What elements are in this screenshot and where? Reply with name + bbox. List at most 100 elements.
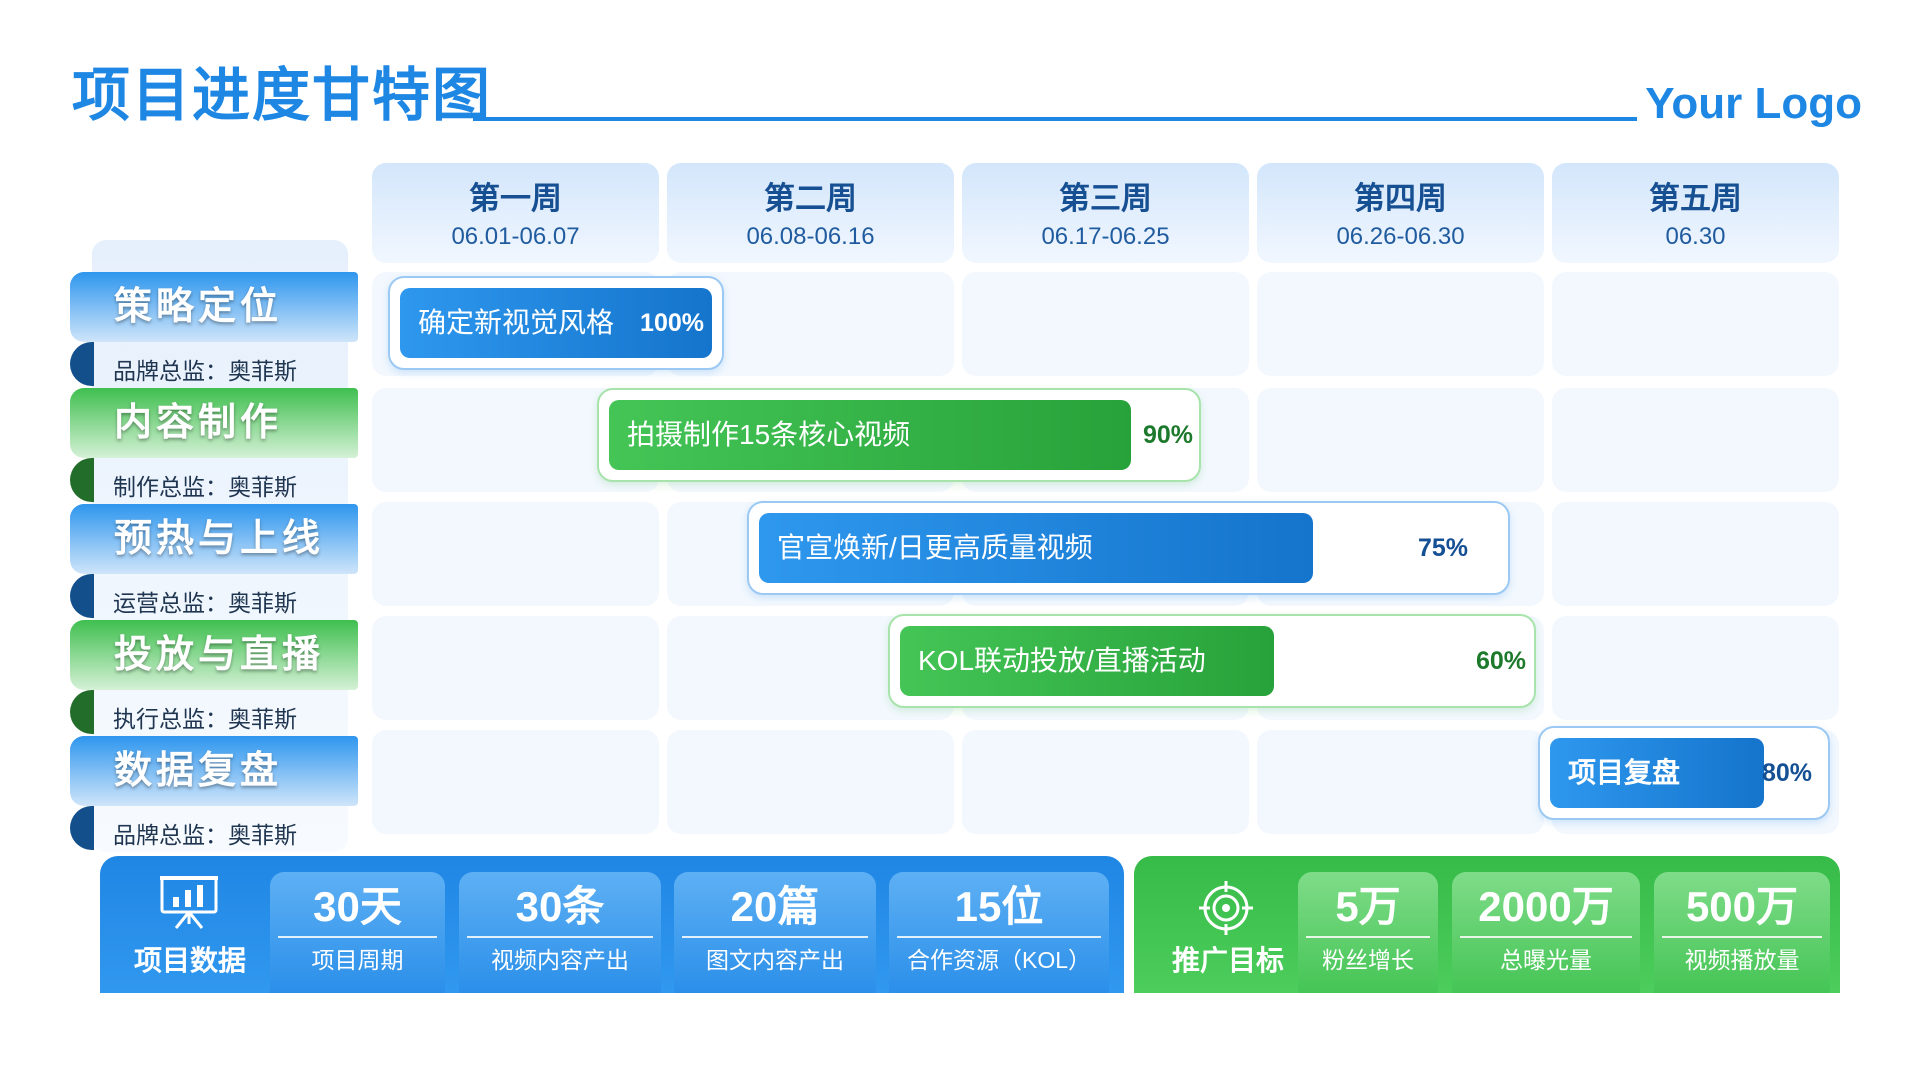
week-dates: 06.17-06.25 [1041, 223, 1170, 250]
week-header-4: 第四周 06.26-06.30 [1257, 163, 1544, 263]
week-name: 第一周 [469, 181, 562, 216]
stat-label: 项目周期 [311, 947, 404, 973]
phase-tab-content: 内容制作 [70, 388, 358, 458]
week-name: 第五周 [1649, 181, 1742, 216]
stat-label: 视频播放量 [1684, 947, 1800, 973]
phase-title: 内容制作 [114, 402, 283, 444]
week-header-5: 第五周 06.30 [1552, 163, 1839, 263]
promo-stats-title: 推广目标 [1171, 945, 1284, 976]
task-progress-fill [759, 513, 1313, 583]
grid-cell [1257, 272, 1544, 376]
stat-value: 2000万 [1478, 883, 1614, 930]
week-dates: 06.08-06.16 [746, 223, 875, 250]
stat-label: 粉丝增长 [1322, 947, 1414, 973]
stat-divider [897, 936, 1101, 938]
phase-title: 预热与上线 [114, 518, 325, 560]
task-progress-fill [609, 400, 1131, 470]
phase-tab-strategy: 策略定位 [70, 272, 358, 342]
task-label: KOL联动投放/直播活动 [918, 645, 1206, 676]
stat-divider [467, 936, 653, 938]
grid-cell [1552, 272, 1839, 376]
stat-divider [1306, 936, 1430, 938]
phase-tab-launch: 预热与上线 [70, 504, 358, 574]
phase-owner: 执行总监：奥菲斯 [113, 706, 297, 732]
phase-tab-curl [70, 574, 94, 618]
stat-divider [1662, 936, 1822, 938]
week-header-3: 第三周 06.17-06.25 [962, 163, 1249, 263]
task-progress-text: 100% [640, 309, 704, 337]
phase-tab-review: 数据复盘 [70, 736, 358, 806]
grid-cell [372, 730, 659, 834]
grid-cell [667, 730, 954, 834]
phase-tab-delivery: 投放与直播 [70, 620, 358, 690]
task-progress-fill [400, 288, 712, 358]
stat-value: 15位 [954, 883, 1044, 930]
stat-value: 20篇 [730, 883, 820, 930]
task-label: 拍摄制作15条核心视频 [627, 419, 911, 450]
grid-cell [372, 502, 659, 606]
phase-title: 策略定位 [114, 286, 283, 328]
stat-divider [1460, 936, 1632, 938]
task-progress-fill [900, 626, 1274, 696]
stat-label: 图文内容产出 [706, 947, 844, 973]
task-progress-text: 80% [1761, 759, 1812, 787]
target-icon [1198, 880, 1254, 936]
task-bar-project-review[interactable]: 项目复盘 80% [1538, 726, 1830, 820]
stat-value: 500万 [1685, 883, 1799, 930]
phase-owner: 运营总监：奥菲斯 [113, 590, 297, 616]
phase-tab-curl [70, 342, 94, 386]
stat-value: 30条 [515, 883, 605, 930]
week-dates: 06.30 [1665, 223, 1726, 250]
grid-cell [372, 616, 659, 720]
task-label: 确定新视觉风格 [418, 307, 615, 338]
stat-value: 5万 [1335, 883, 1401, 930]
week-header-1: 第一周 06.01-06.07 [372, 163, 659, 263]
stat-divider [682, 936, 868, 938]
project-stats-title: 项目数据 [133, 945, 246, 976]
task-bar-video-production[interactable]: 拍摄制作15条核心视频 90% [597, 388, 1201, 482]
stat-card-video-views: 500万 视频播放量 [1654, 872, 1830, 993]
phase-tab-curl [70, 458, 94, 502]
stat-label: 视频内容产出 [491, 947, 629, 973]
task-progress-text: 60% [1475, 647, 1526, 675]
task-bar-launch-video[interactable]: 官宣焕新/日更高质量视频 75% [747, 501, 1510, 595]
title-underline [473, 117, 1637, 121]
task-bar-visual-style[interactable]: 确定新视觉风格 100% [388, 276, 724, 370]
phase-owner: 品牌总监：奥菲斯 [113, 822, 297, 848]
stat-card-followers: 5万 粉丝增长 [1298, 872, 1438, 993]
phase-title: 数据复盘 [114, 750, 283, 792]
stat-label: 总曝光量 [1500, 947, 1592, 973]
week-dates: 06.26-06.30 [1336, 223, 1465, 250]
grid-cell [1257, 730, 1544, 834]
grid-cell [962, 272, 1249, 376]
task-progress-text: 90% [1142, 421, 1193, 449]
stat-divider [278, 936, 437, 938]
stat-card-videos: 30条 视频内容产出 [459, 872, 661, 993]
presentation-board-icon [158, 874, 220, 930]
week-dates: 06.01-06.07 [451, 223, 580, 250]
task-progress-text: 75% [1417, 534, 1468, 562]
week-name: 第三周 [1059, 181, 1152, 216]
task-progress-fill [1550, 738, 1764, 808]
grid-cell [962, 730, 1249, 834]
stat-label: 合作资源（KOL） [906, 947, 1092, 973]
grid-cell [1552, 616, 1839, 720]
week-header-2: 第二周 06.08-06.16 [667, 163, 954, 263]
week-name: 第二周 [764, 181, 857, 216]
task-label: 项目复盘 [1568, 757, 1681, 788]
page-title: 项目进度甘特图 [72, 63, 493, 128]
grid-cell [1552, 388, 1839, 492]
grid-cell [1257, 388, 1544, 492]
phase-tab-curl [70, 806, 94, 850]
task-label: 官宣焕新/日更高质量视频 [777, 532, 1093, 563]
phase-title: 投放与直播 [114, 634, 325, 676]
week-name: 第四周 [1354, 181, 1447, 216]
stat-value: 30天 [313, 883, 402, 930]
phase-owner: 制作总监：奥菲斯 [113, 474, 297, 500]
task-bar-kol-live[interactable]: KOL联动投放/直播活动 60% [888, 614, 1536, 708]
phase-tab-curl [70, 690, 94, 734]
logo: Your Logo [1645, 79, 1862, 128]
stat-card-exposure: 2000万 总曝光量 [1452, 872, 1640, 993]
stat-card-articles: 20篇 图文内容产出 [674, 872, 876, 993]
stat-card-duration: 30天 项目周期 [270, 872, 445, 993]
